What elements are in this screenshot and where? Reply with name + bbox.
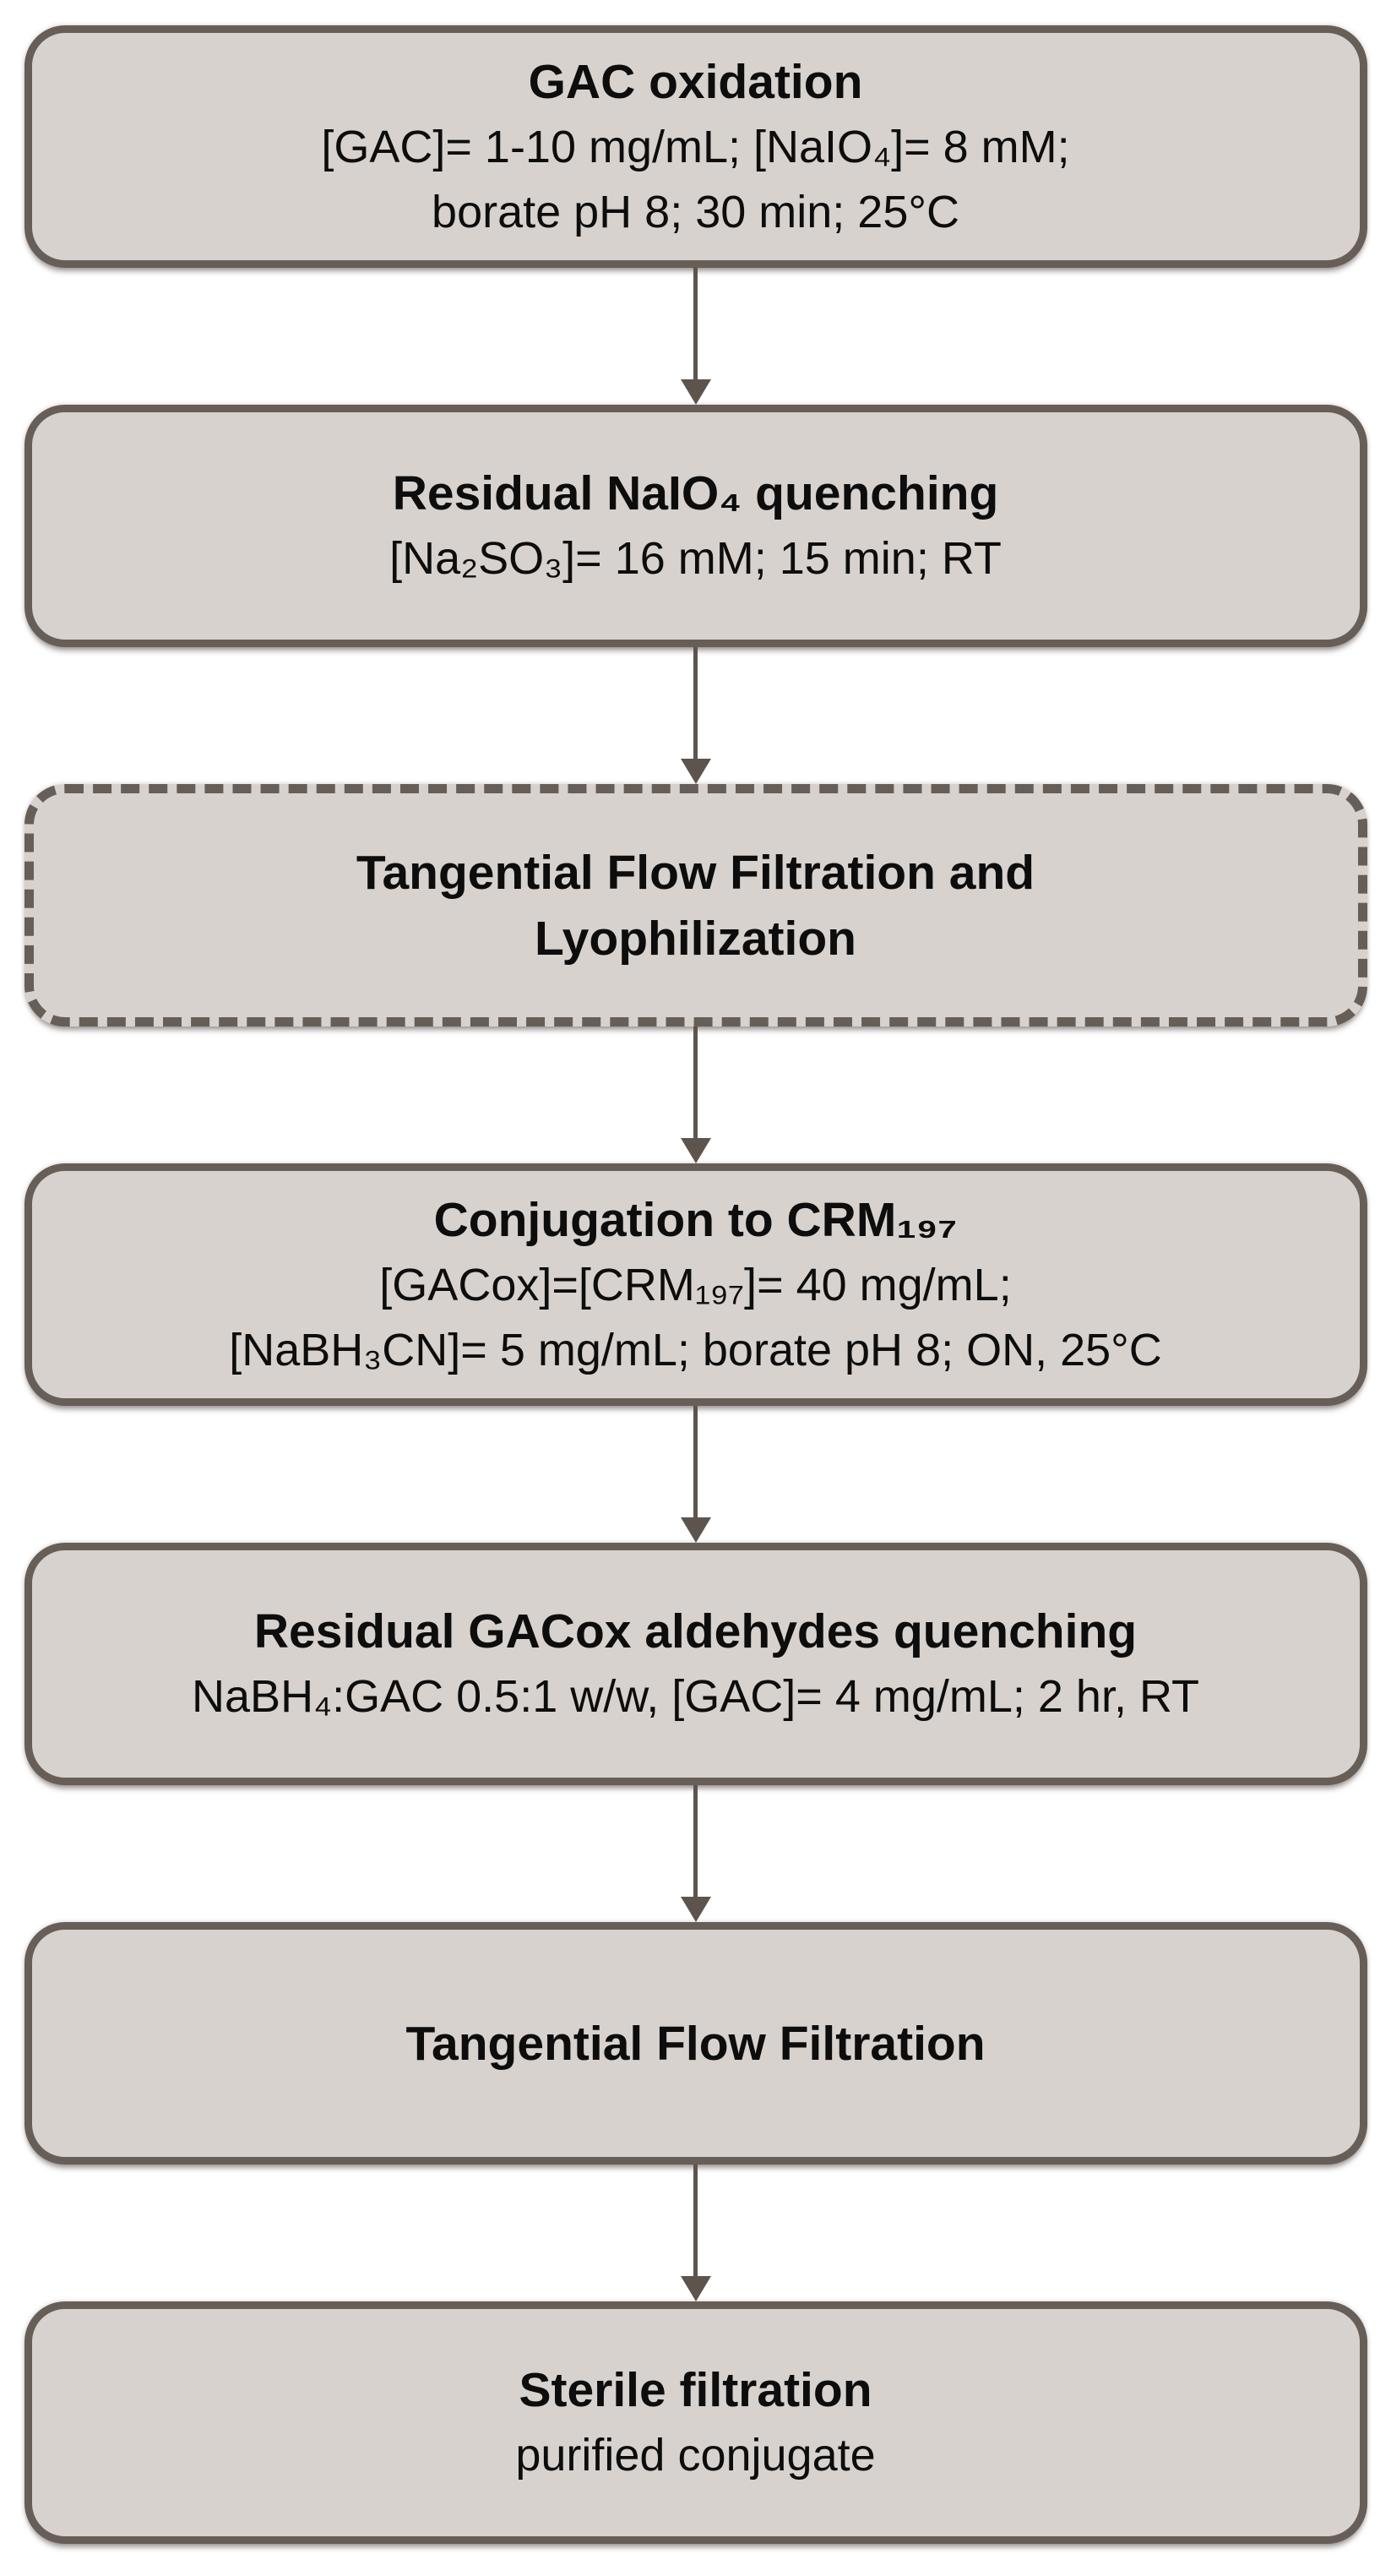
arrow-line	[693, 1406, 698, 1518]
flow-step-conjugation-to-crm197: Conjugation to CRM₁₉₇ [GACox]=[CRM₁₉₇]= …	[24, 1163, 1367, 1406]
step-conditions: NaBH₄:GAC 0.5:1 w/w, [GAC]= 4 mg/mL; 2 h…	[192, 1671, 1199, 1722]
flow-step-tangential-flow-filtration: Tangential Flow Filtration	[24, 1922, 1367, 2165]
step-title: Residual GACox aldehydes quenching	[253, 1604, 1138, 1658]
arrow-line	[693, 268, 698, 380]
flow-arrow-5	[677, 1785, 715, 1922]
flow-arrow-3	[677, 1027, 715, 1163]
flow-arrow-6	[677, 2165, 715, 2301]
flow-step-sterile-filtration: Sterile filtration purified conjugate	[24, 2301, 1367, 2544]
flow-step-residual-naio4-quenching: Residual NaIO₄ quenching [Na₂SO₃]= 16 mM…	[24, 405, 1367, 647]
arrow-down-icon	[680, 379, 711, 405]
flow-arrow-1	[677, 268, 715, 405]
step-conditions: [Na₂SO₃]= 16 mM; 15 min; RT	[389, 533, 1002, 584]
flow-arrow-4	[677, 1406, 715, 1543]
arrow-down-icon	[680, 1897, 711, 1922]
step-title: Tangential Flow Filtration and	[356, 845, 1035, 900]
arrow-down-icon	[680, 1138, 711, 1163]
flow-step-gac-oxidation: GAC oxidation [GAC]= 1-10 mg/mL; [NaIO₄]…	[24, 25, 1367, 268]
arrow-line	[693, 2165, 698, 2277]
step-title: Lyophilization	[534, 911, 857, 966]
arrow-down-icon	[680, 1517, 711, 1543]
step-title: Residual NaIO₄ quenching	[392, 466, 999, 520]
flow-step-residual-gacox-aldehydes-quenching: Residual GACox aldehydes quenching NaBH₄…	[24, 1543, 1367, 1785]
step-title: Sterile filtration	[519, 2363, 872, 2417]
arrow-down-icon	[680, 759, 711, 784]
step-conditions: [GACox]=[CRM₁₉₇]= 40 mg/mL;	[379, 1259, 1012, 1310]
arrow-line	[693, 647, 698, 760]
step-title: Conjugation to CRM₁₉₇	[433, 1192, 958, 1247]
arrow-line	[693, 1027, 698, 1139]
arrow-down-icon	[680, 2276, 711, 2301]
step-conditions: [GAC]= 1-10 mg/mL; [NaIO₄]= 8 mM;	[321, 121, 1070, 172]
arrow-line	[693, 1785, 698, 1898]
step-conditions: [NaBH₃CN]= 5 mg/mL; borate pH 8; ON, 25°…	[229, 1324, 1162, 1375]
flow-arrow-2	[677, 647, 715, 784]
step-conditions: purified conjugate	[515, 2430, 876, 2481]
flow-step-tff-and-lyophilization: Tangential Flow Filtration and Lyophiliz…	[24, 784, 1367, 1027]
step-conditions: borate pH 8; 30 min; 25°C	[432, 186, 959, 237]
step-title: Tangential Flow Filtration	[405, 2016, 986, 2071]
step-title: GAC oxidation	[528, 54, 863, 109]
